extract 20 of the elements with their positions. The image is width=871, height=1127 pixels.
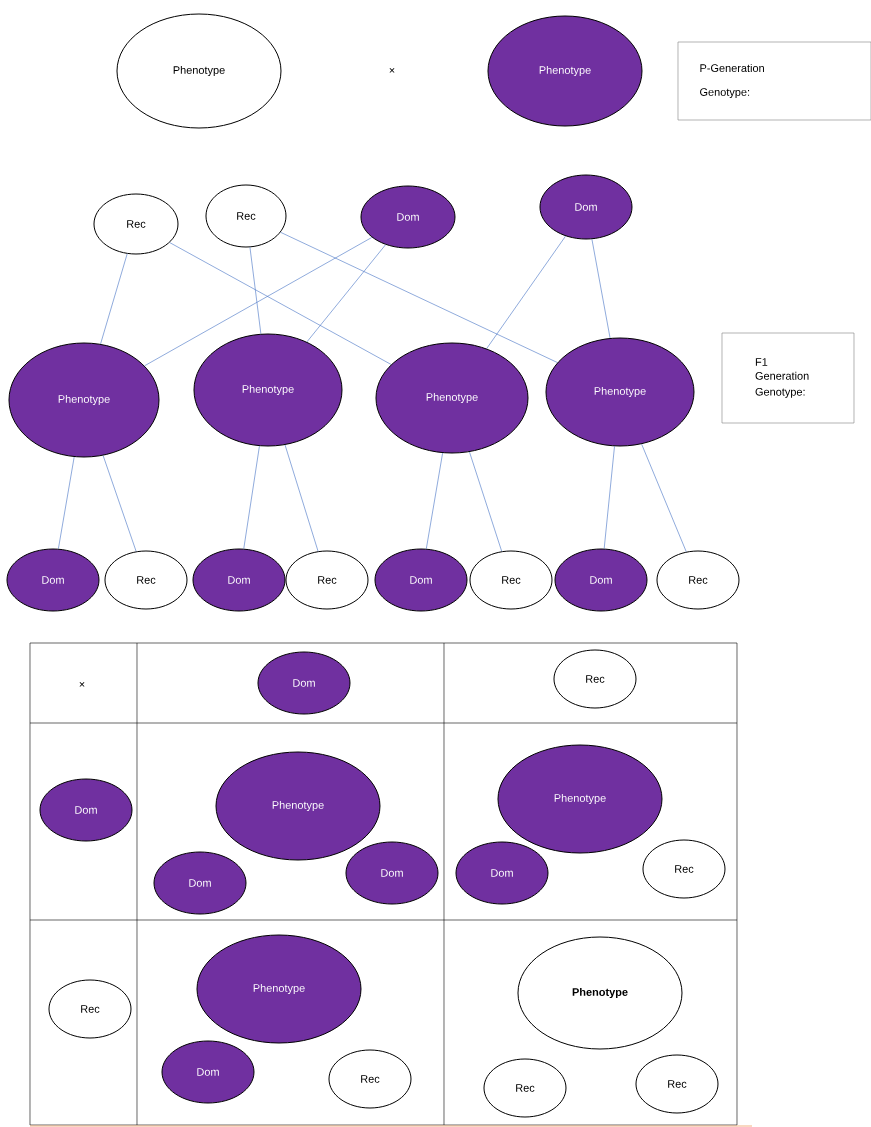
connector-line: [486, 235, 566, 349]
text-box: F1 Generation Genotype:: [721, 332, 855, 424]
cross-symbol: ×: [79, 681, 85, 687]
connector-line: [306, 244, 386, 343]
connector-line: [249, 247, 262, 335]
connector-line: [284, 444, 319, 552]
cross-symbol: ×: [389, 67, 395, 73]
connector-line: [243, 445, 260, 549]
connector-line: [603, 446, 615, 549]
connector-line: [58, 456, 75, 549]
connector-line: [426, 452, 443, 549]
connector-line: [144, 237, 373, 367]
connector-line: [169, 242, 392, 365]
connector-line: [641, 443, 687, 552]
connector-line: [102, 455, 137, 552]
connector-line: [100, 253, 128, 345]
text-box: P-Generation Genotype:: [677, 41, 871, 121]
connector-line: [280, 232, 558, 363]
connector-line: [469, 451, 502, 552]
connector-line: [591, 238, 611, 339]
